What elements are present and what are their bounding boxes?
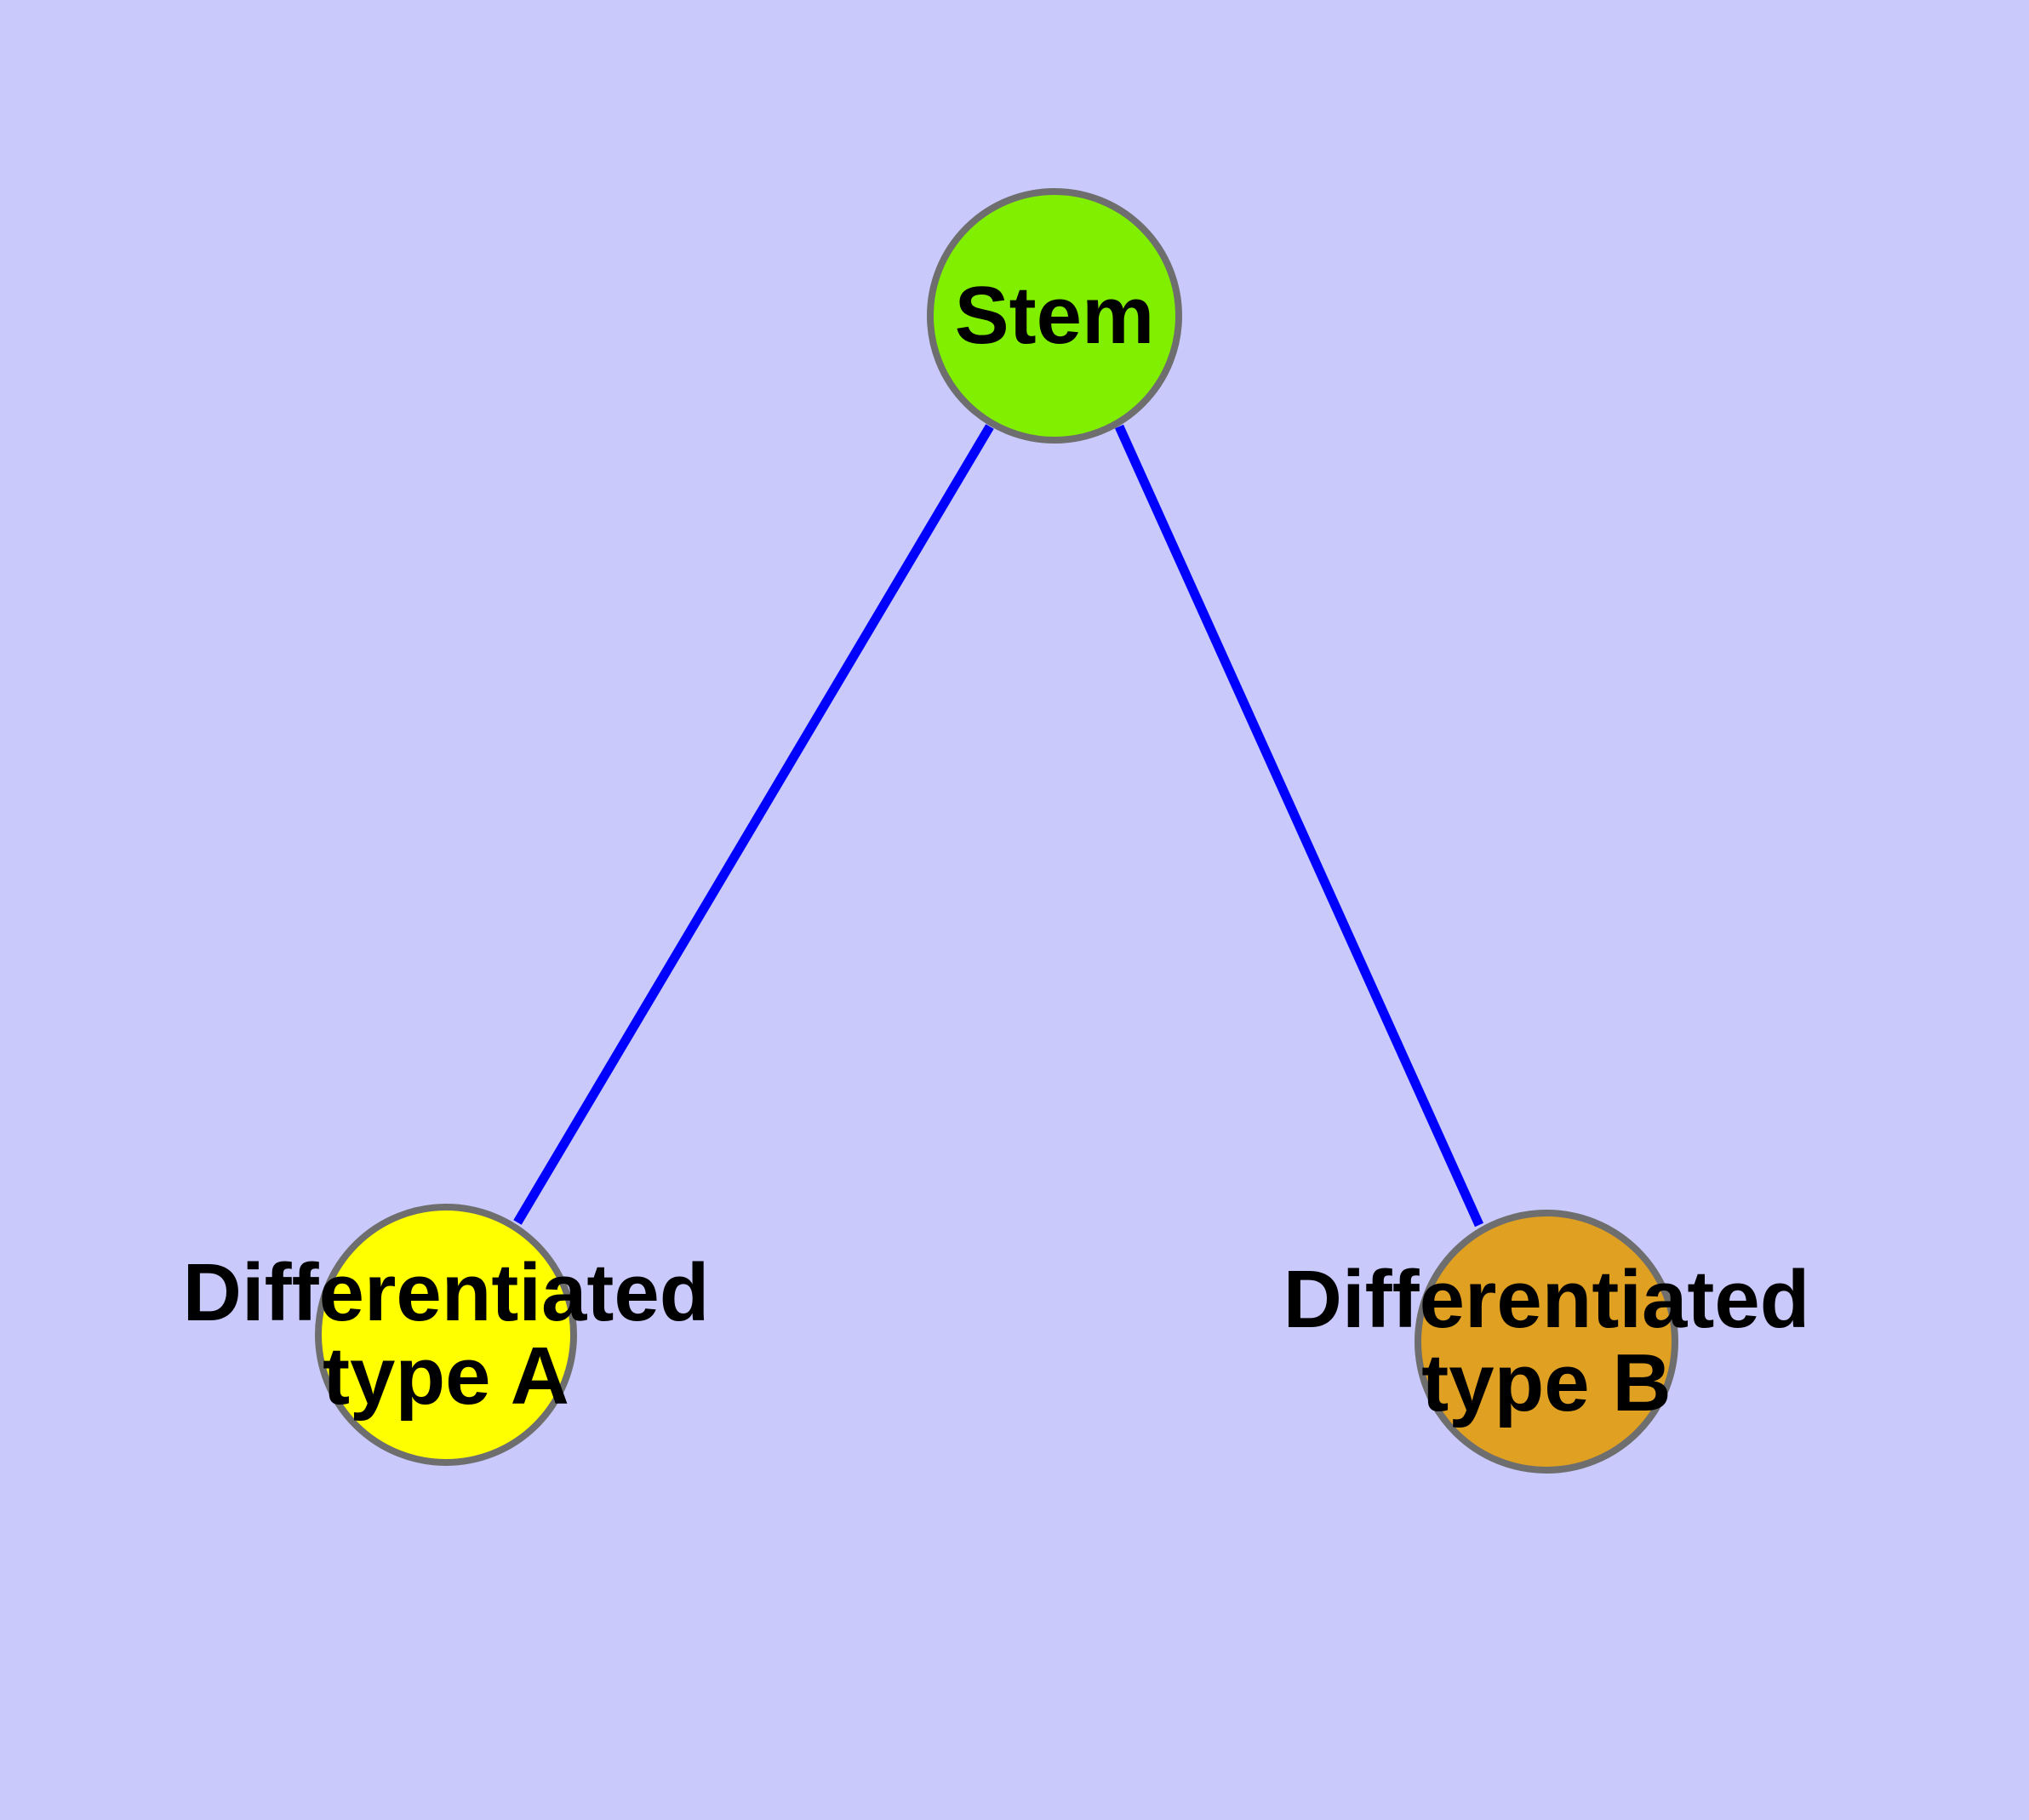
node-stem[interactable]: Stem — [927, 188, 1182, 444]
node-differentiated-type-b[interactable]: Differentiated type B — [1283, 1210, 1809, 1474]
node-stem-label: Stem — [954, 270, 1155, 362]
node-differentiated-type-a[interactable]: Differentiated type A — [183, 1204, 709, 1466]
edge-stem-to-differentiated-type-a — [513, 424, 994, 1225]
edge-stem-to-differentiated-type-b — [1114, 424, 1484, 1228]
